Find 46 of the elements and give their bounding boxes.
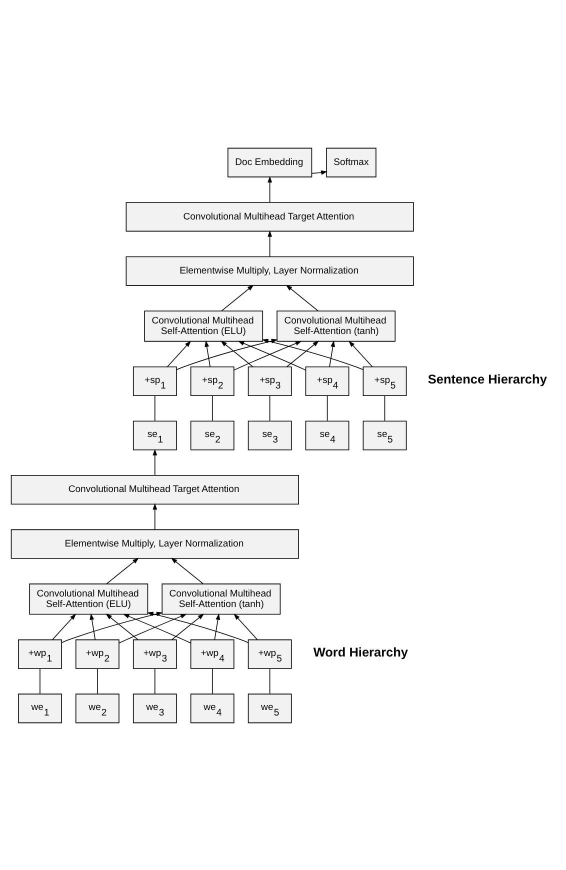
node-box: Elementwise Multiply, Layer Normalization [10,528,299,558]
node-box: Doc Embedding [228,147,312,177]
arrow [146,611,248,642]
arrow [348,340,373,367]
arrow [214,612,220,640]
arrow [329,340,336,367]
arrow [176,338,278,370]
arrow [286,340,320,367]
arrow [167,340,192,367]
arrow [204,340,211,367]
connector [212,395,213,421]
connector [97,668,98,694]
arrow [106,613,138,640]
arrow [221,284,254,311]
arrow [106,557,139,584]
node-box: Convolutional Multihead Self-Attention (tanh) [162,583,281,614]
node-box: Convolutional Multihead Self-Attention (ELU) [144,310,264,342]
connector [384,395,386,421]
node-box: Elementwise Multiply, Layer Normalization [126,256,414,286]
arrow [90,612,96,640]
connector [154,395,156,421]
arrow [268,176,272,202]
arrow [286,284,318,311]
arrow [220,340,254,367]
node-box: Convolutional Multihead Self-Attention (ELU) [29,583,148,614]
arrow [268,230,272,256]
arrow [152,448,158,476]
connector [326,395,328,421]
connector [269,668,270,694]
node-box: Softmax [326,147,376,177]
connector [212,668,213,694]
node-box: Convolutional Multihead Self-Attention (tanh) [276,310,396,342]
label: Sentence Hierarchy [428,370,547,386]
node-box: Convolutional Multihead Target Attention [10,474,299,504]
arrow [234,613,258,640]
node-box: Convolutional Multihead Target Attention [126,202,414,232]
label: Word Hierarchy [313,644,408,659]
connector [269,395,270,421]
arrow [61,611,163,642]
arrow [262,338,364,370]
arrow [152,502,158,530]
arrow [172,613,204,640]
arrow [170,557,204,584]
arrow [311,170,328,174]
arrow [52,613,76,640]
connector [154,668,156,694]
